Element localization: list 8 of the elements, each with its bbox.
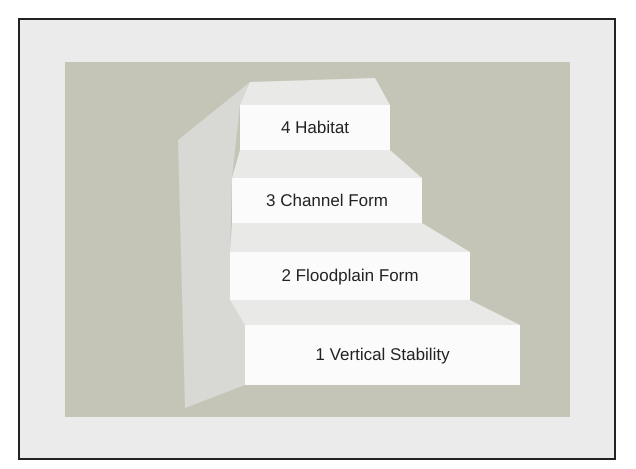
step-face (240, 105, 390, 150)
step-face (230, 252, 470, 300)
step-label: 4 Habitat (280, 118, 350, 138)
step-label: 2 Floodplain Form (281, 266, 418, 286)
step-label: 3 Channel Form (266, 190, 388, 210)
step-label: 1 Vertical Stability (315, 345, 450, 365)
step-face (232, 178, 422, 223)
step-face (245, 325, 520, 385)
